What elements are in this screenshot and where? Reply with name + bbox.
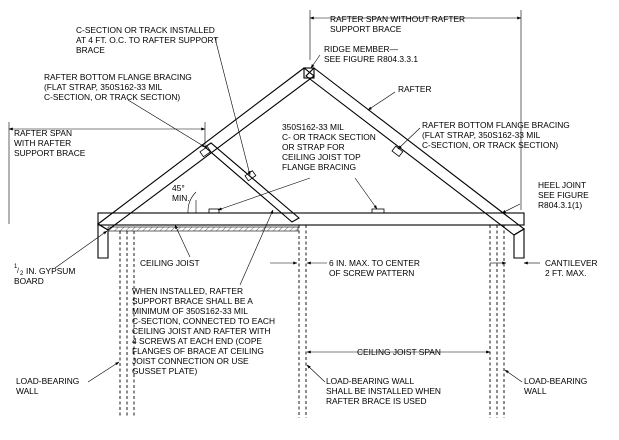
angle-arc bbox=[187, 191, 197, 214]
label-rafter-bottom-flange-right: RAFTER BOTTOM FLANGE BRACING (FLAT STRAP… bbox=[422, 120, 572, 150]
svg-text:IN. GYPSUM BOARD: IN. GYPSUM BOARD bbox=[14, 266, 78, 286]
svg-text:/: / bbox=[17, 268, 19, 275]
label-ceiling-joist-span: CEILING JOIST SPAN bbox=[357, 347, 441, 357]
label-angle: 45° MIN. bbox=[172, 183, 190, 203]
label-rafter-span-with: RAFTER SPAN WITH RAFTER SUPPORT BRACE bbox=[14, 128, 86, 158]
gypsum-board bbox=[107, 226, 299, 232]
label-load-bearing-right: LOAD-BEARING WALL bbox=[524, 376, 590, 396]
label-six-in-max: 6 IN. MAX. TO CENTER OF SCREW PATTERN bbox=[329, 258, 422, 278]
svg-text:1: 1 bbox=[14, 264, 18, 270]
label-ceiling-joist: CEILING JOIST bbox=[140, 258, 200, 268]
right-eave-tail bbox=[513, 228, 525, 259]
svg-text:2: 2 bbox=[20, 271, 24, 277]
label-gypsum-board: 1 / 2 IN. GYPSUM BOARD bbox=[14, 264, 78, 286]
label-ridge-member: RIDGE MEMBER— SEE FIGURE R804.3.3.1 bbox=[324, 44, 418, 64]
leader-lines bbox=[54, 37, 523, 383]
label-rafter-bottom-flange-left: RAFTER BOTTOM FLANGE BRACING (FLAT STRAP… bbox=[44, 72, 194, 102]
label-cantilever: CANTILEVER 2 FT. MAX. bbox=[545, 258, 600, 278]
label-rafter-support-brace: WHEN INSTALLED, RAFTER SUPPORT BRACE SHA… bbox=[132, 286, 277, 376]
label-rafter-span-without: RAFTER SPAN WITHOUT RAFTER SUPPORT BRACE bbox=[330, 14, 467, 34]
label-load-bearing-center: LOAD-BEARING WALL SHALL BE INSTALLED WHE… bbox=[326, 376, 443, 406]
brace-flange-block bbox=[199, 146, 212, 158]
label-rafter: RAFTER bbox=[398, 84, 432, 94]
label-c-section-track: C-SECTION OR TRACK INSTALLED AT 4 FT. O.… bbox=[76, 25, 221, 55]
dimension-lines bbox=[8, 10, 540, 354]
label-load-bearing-left: LOAD-BEARING WALL bbox=[16, 376, 82, 396]
walls bbox=[119, 225, 505, 418]
roof-structure bbox=[97, 67, 525, 259]
left-eave-tail bbox=[97, 223, 109, 259]
right-wall bbox=[489, 225, 505, 418]
center-wall bbox=[298, 225, 307, 418]
label-heel-joint: HEEL JOINT SEE FIGURE R804.3.1(1) bbox=[538, 180, 591, 210]
ridge-member bbox=[303, 67, 315, 79]
joist-flange-bracing-block-left bbox=[208, 208, 220, 214]
rafter-bracing-block-right bbox=[391, 145, 404, 158]
left-wall bbox=[119, 231, 135, 418]
joist-flange-bracing-block bbox=[371, 208, 385, 214]
ceiling-joist bbox=[97, 212, 525, 226]
label-ceiling-joist-flange: 350S162-33 MIL C- OR TRACK SECTION OR ST… bbox=[282, 122, 378, 172]
